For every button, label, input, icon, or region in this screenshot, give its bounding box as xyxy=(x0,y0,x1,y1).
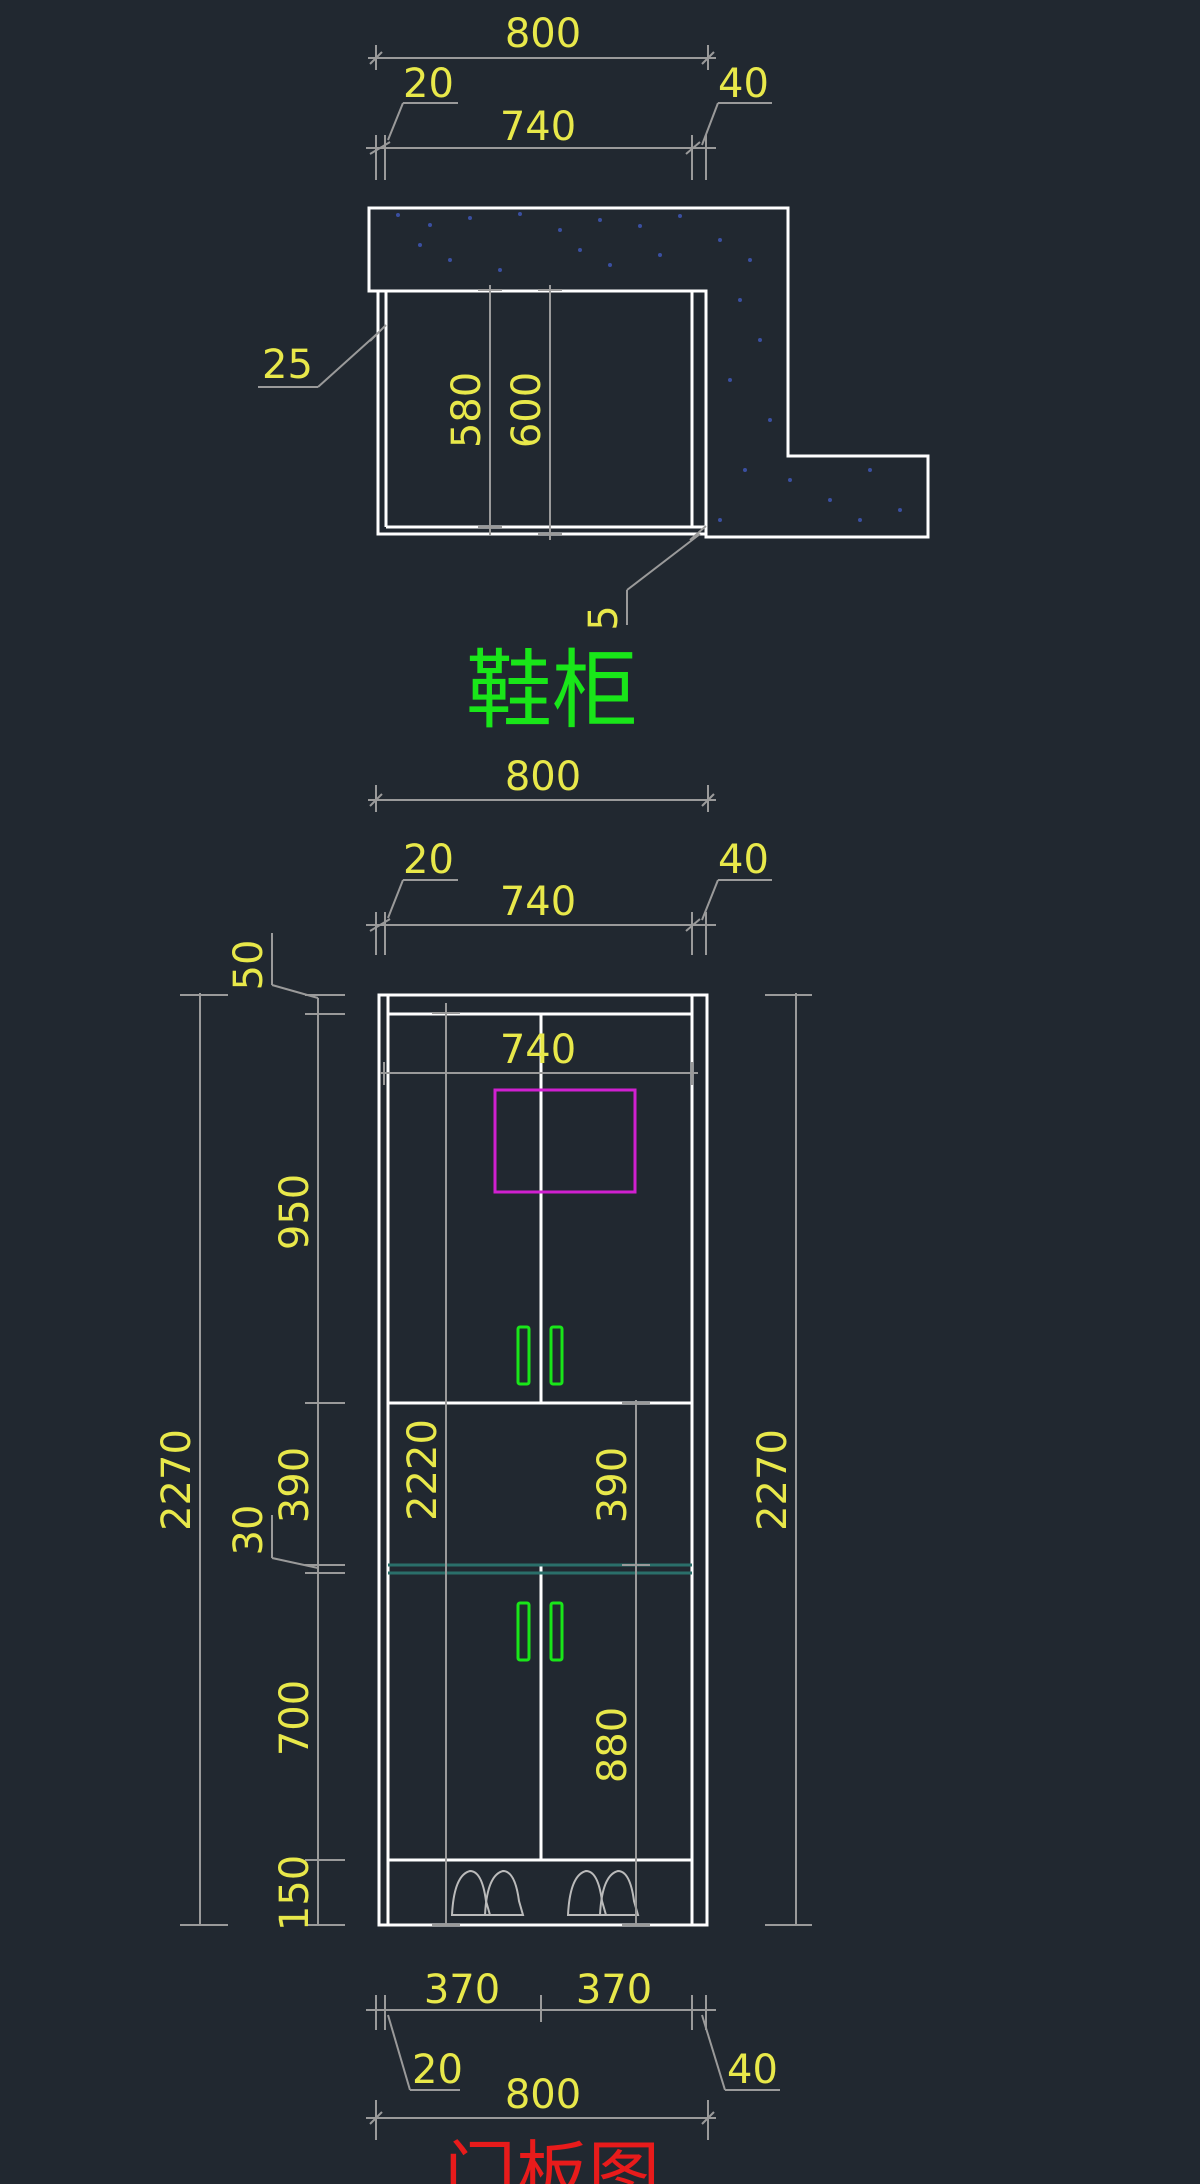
dim-370-right-label: 370 xyxy=(576,1967,652,2013)
dim-700-label: 700 xyxy=(272,1680,318,1756)
dim-40-top-label: 40 xyxy=(718,61,769,107)
dim-inner-width-front: 740 xyxy=(366,879,716,955)
dim-overall-width-top: 800 xyxy=(368,11,716,70)
dim-800-front-label: 800 xyxy=(505,754,581,800)
dim-depths: 580 600 xyxy=(444,285,562,540)
front-view: 800 20 40 740 xyxy=(154,754,812,2184)
dim-left-offset-front: 20 xyxy=(387,837,458,919)
dim-top-inner-width: 740 xyxy=(380,1027,698,1085)
dim-25-label: 25 xyxy=(262,342,313,388)
dim-gap: 5 xyxy=(581,525,707,631)
dim-shelf-thickness: 30 xyxy=(226,1505,319,1569)
dim-left-offset-top: 20 xyxy=(387,61,458,141)
dim-total-left: 2270 xyxy=(154,993,228,1926)
dim-390-inner-label: 390 xyxy=(590,1447,636,1523)
handle-lower-right xyxy=(549,1601,564,1662)
dim-950-label: 950 xyxy=(272,1174,318,1250)
dim-bottom-overall: 800 xyxy=(366,2072,716,2140)
dim-inner-height: 2220 xyxy=(400,1003,460,1926)
dim-left-chain: 950 390 700 150 xyxy=(272,994,345,1931)
dim-40-front-label: 40 xyxy=(718,837,769,883)
dim-740-top-label: 740 xyxy=(500,104,576,150)
dim-total-right: 2270 xyxy=(750,993,812,1926)
dim-800-bottom-label: 800 xyxy=(505,2072,581,2118)
dim-20-front-label: 20 xyxy=(403,837,454,883)
handle-lower-left xyxy=(516,1601,531,1662)
dim-2220-label: 2220 xyxy=(400,1419,446,1521)
dim-20-bottom-label: 20 xyxy=(412,2047,463,2093)
handle-upper-right xyxy=(549,1325,564,1386)
dim-right-offset-top: 40 xyxy=(701,61,772,146)
dim-740-inner-label: 740 xyxy=(500,1027,576,1073)
dim-right-offset-front: 40 xyxy=(701,837,772,921)
title-shoe-cabinet: 鞋柜 xyxy=(466,641,638,741)
dim-600-label: 600 xyxy=(504,372,550,448)
handle-upper-left xyxy=(516,1325,531,1386)
dim-30-label: 30 xyxy=(226,1505,272,1556)
dim-2270-left-label: 2270 xyxy=(154,1429,200,1531)
frame-box xyxy=(493,1088,637,1194)
dim-bottom-left-offset: 20 xyxy=(387,2014,463,2093)
top-view: 800 20 40 740 xyxy=(258,11,930,741)
dim-370-left-label: 370 xyxy=(424,1967,500,2013)
dim-doors: 370 370 xyxy=(366,1967,716,2030)
dim-side-thickness: 25 xyxy=(258,324,387,388)
dim-50-label: 50 xyxy=(226,940,272,991)
dim-800-top-label: 800 xyxy=(505,11,581,57)
dim-inner-width-top: 740 xyxy=(366,104,716,180)
title-door-panel: 门板图 xyxy=(444,2133,660,2184)
dim-150-label: 150 xyxy=(272,1855,318,1931)
shoes-icon xyxy=(450,1869,640,1916)
handles xyxy=(516,1325,564,1662)
dim-20-top-label: 20 xyxy=(403,61,454,107)
dim-overall-width-front: 800 xyxy=(368,754,716,812)
dim-40-bottom-label: 40 xyxy=(727,2047,778,2093)
dim-740-front-label: 740 xyxy=(500,879,576,925)
dim-880-label: 880 xyxy=(590,1707,636,1783)
dim-top-gap: 50 xyxy=(226,933,319,999)
dim-2270-right-label: 2270 xyxy=(750,1429,796,1531)
dim-5-label: 5 xyxy=(581,605,627,630)
dim-right-inner: 390 880 xyxy=(590,1400,650,1926)
dim-580-label: 580 xyxy=(444,372,490,448)
dim-bottom-right-offset: 40 xyxy=(701,2014,780,2093)
dim-390-label: 390 xyxy=(272,1447,318,1523)
